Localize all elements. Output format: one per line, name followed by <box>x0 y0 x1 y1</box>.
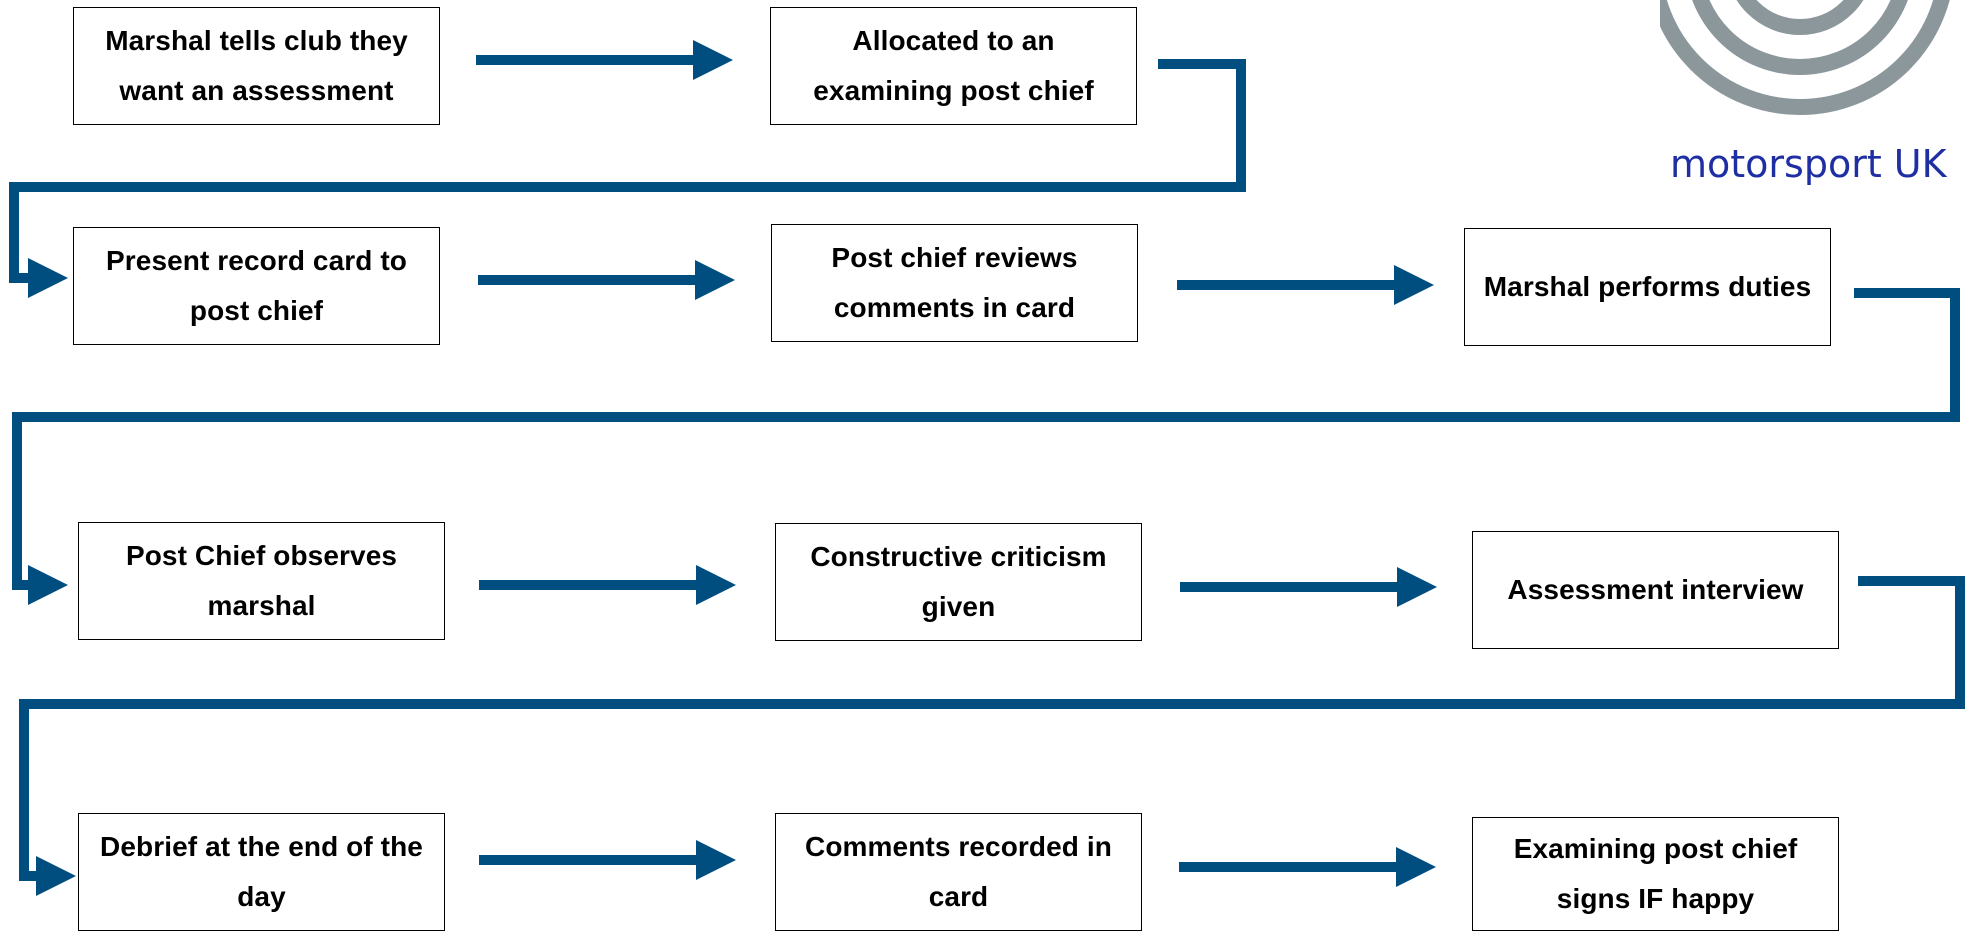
connectors <box>9 40 1965 896</box>
step-text: Debrief at the end of the day <box>100 831 423 912</box>
step-box-review-comments: Post chief reviews comments in card <box>771 224 1138 342</box>
step-text: Marshal tells club they want an assessme… <box>105 25 408 106</box>
arrow-3-to-4-head <box>695 260 735 300</box>
step-box-observes: Post Chief observes marshal <box>78 522 445 640</box>
arrow-4-to-5-head <box>1394 265 1434 305</box>
step-text: Allocated to an examining post chief <box>813 25 1094 106</box>
step-box-club-request: Marshal tells club they want an assessme… <box>73 7 440 125</box>
step-box-allocated: Allocated to an examining post chief <box>770 7 1137 125</box>
step-text: Examining post chief signs IF happy <box>1513 833 1798 914</box>
step-text: Assessment interview <box>1507 574 1804 605</box>
arrow-1-to-2-head <box>693 40 733 80</box>
logo-wordmark: motorsport UK <box>1670 142 1947 186</box>
arrow-7-to-8-head <box>1397 567 1437 607</box>
connector-5-to-6 <box>12 288 1960 590</box>
connector-2-to-3 <box>9 59 1246 283</box>
step-text: Comments recorded in card <box>805 831 1112 912</box>
step-box-debrief: Debrief at the end of the day <box>78 813 445 931</box>
concentric-rings-logo-icon <box>1660 0 1950 115</box>
arrow-9-to-10-head <box>696 840 736 880</box>
step-text: Marshal performs duties <box>1483 271 1812 302</box>
step-text: Post Chief observes marshal <box>125 540 398 621</box>
step-box-signs: Examining post chief signs IF happy <box>1472 817 1839 931</box>
arrow-6-to-7-head <box>696 565 736 605</box>
arrow-10-to-11-head <box>1396 847 1436 887</box>
connector-8-to-9 <box>19 576 1965 881</box>
step-text: Constructive criticism given <box>810 541 1107 622</box>
step-box-present-card: Present record card to post chief <box>73 227 440 345</box>
step-text: Present record card to post chief <box>106 245 407 326</box>
connector-5-to-6-head <box>28 565 68 605</box>
step-box-comments-recorded: Comments recorded in card <box>775 813 1142 931</box>
connector-2-to-3-head <box>28 258 68 298</box>
step-text: Post chief reviews comments in card <box>831 242 1078 323</box>
step-box-performs-duties: Marshal performs duties <box>1464 228 1831 346</box>
connector-8-to-9-head <box>36 856 76 896</box>
step-box-criticism: Constructive criticism given <box>775 523 1142 641</box>
step-box-interview: Assessment interview <box>1472 531 1839 649</box>
